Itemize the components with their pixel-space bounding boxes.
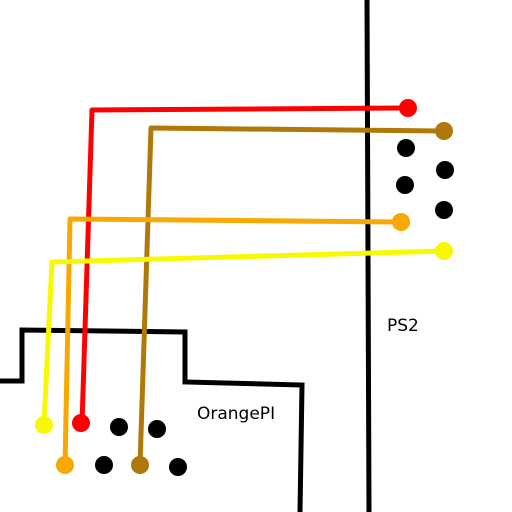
orangepi-label: OrangePI [197, 404, 275, 424]
orangepi-pin [110, 418, 128, 436]
red-wire [79, 105, 409, 425]
orangepi-pin [169, 458, 187, 476]
ps2-pin [397, 139, 415, 157]
ps2-pin [399, 99, 417, 117]
orangepi-header-pins [35, 414, 187, 476]
orangepi-pin [72, 414, 90, 432]
ps2-connector-pins [392, 99, 454, 260]
ps2-pin [435, 201, 453, 219]
orangepi-pin [148, 420, 166, 438]
orangepi-pin [131, 456, 149, 474]
ps2-pin [392, 213, 410, 231]
ps2-pin [436, 161, 454, 179]
orangepi-board-outline [0, 327, 305, 512]
brown-wire [137, 125, 445, 466]
ps2-pin [435, 122, 453, 140]
ps2-pin [396, 176, 414, 194]
yellow-wire [41, 248, 445, 425]
orange-wire [62, 216, 402, 466]
orangepi-pin [95, 456, 113, 474]
ps2-divider-line [364, 0, 372, 512]
ps2-label: PS2 [387, 316, 419, 336]
orangepi-pin [56, 456, 74, 474]
ps2-pin [435, 242, 453, 260]
orangepi-pin [35, 416, 53, 434]
